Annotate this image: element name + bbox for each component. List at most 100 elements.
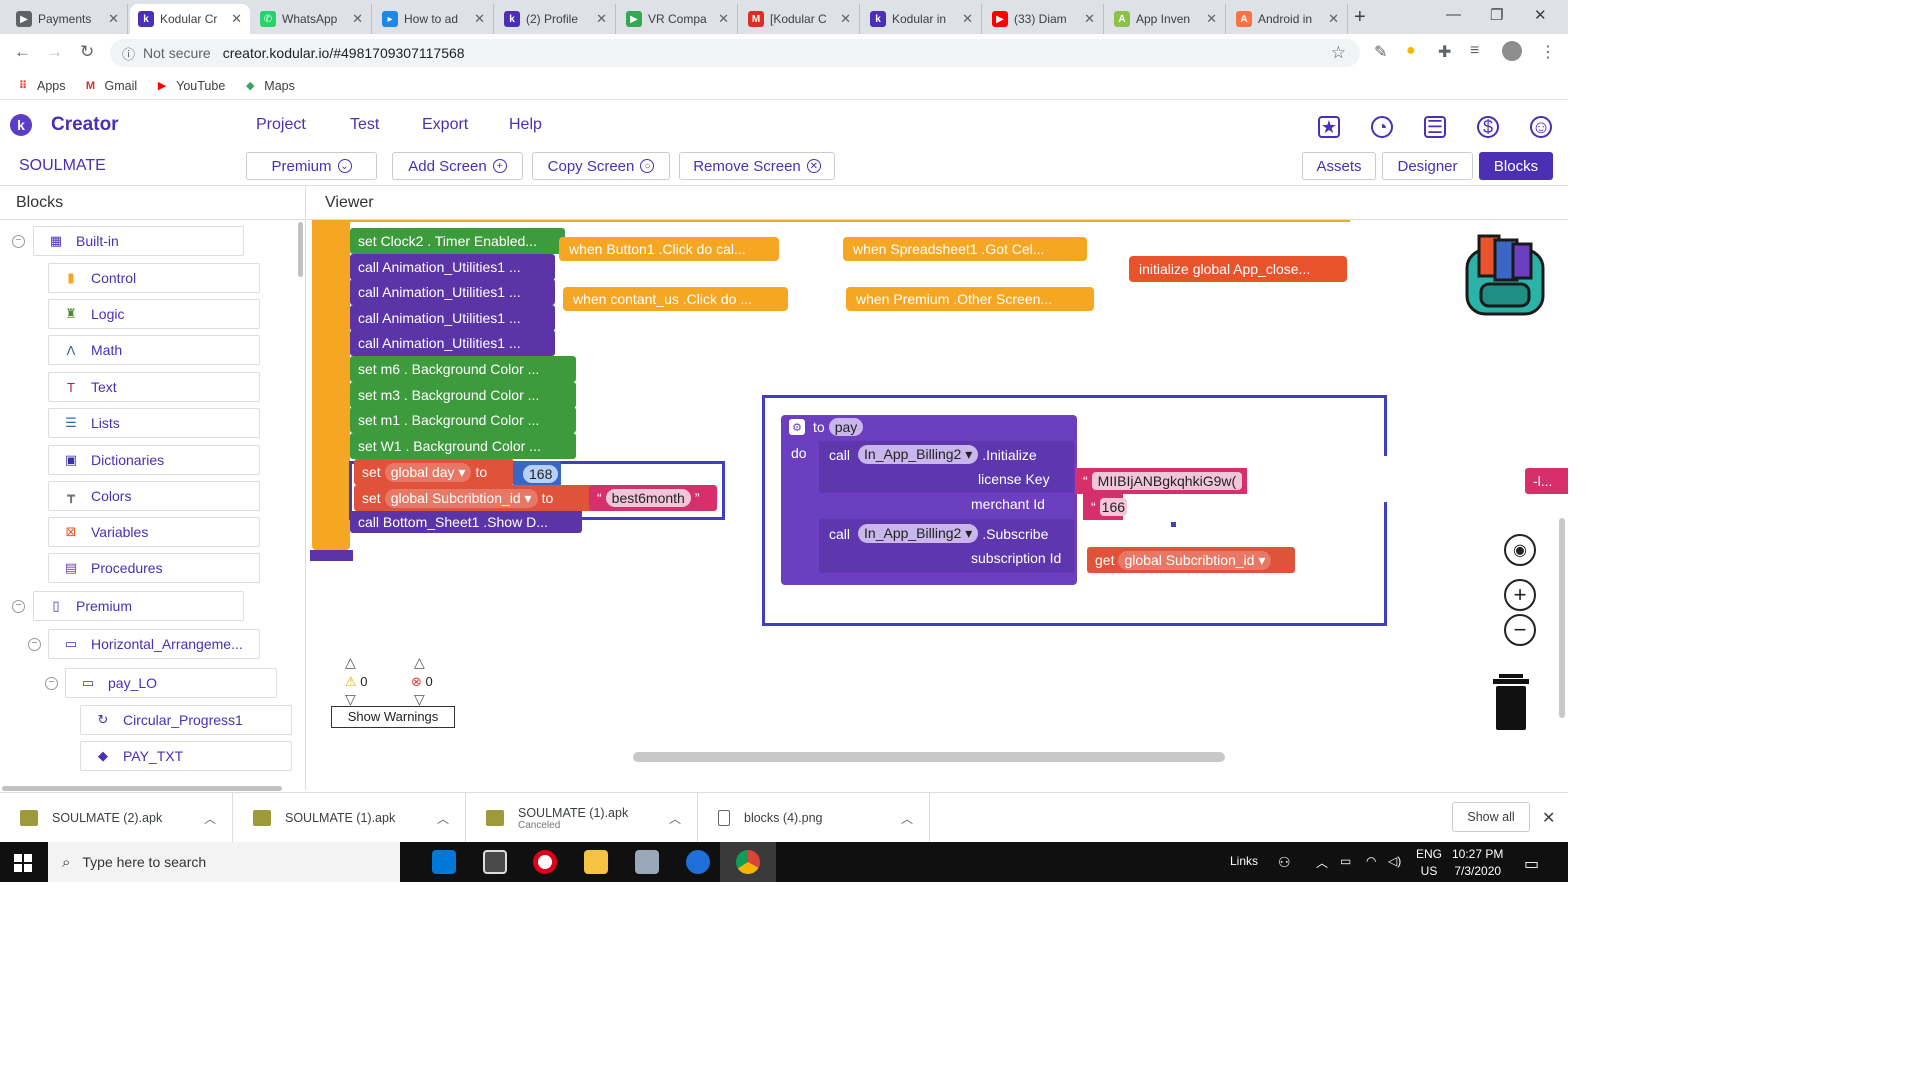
download-item[interactable]: blocks (4).png︿: [698, 793, 930, 843]
text-value[interactable]: best6month: [605, 489, 691, 507]
blocks-viewer[interactable]: Viewer set Clock2 . Timer Enabled... cal…: [307, 186, 1568, 790]
zoom-in-icon[interactable]: +: [1504, 579, 1536, 611]
media-queue-icon[interactable]: ≡: [1470, 42, 1480, 59]
chevron-up-icon[interactable]: ︿: [436, 811, 449, 826]
number-block[interactable]: 168: [513, 461, 561, 487]
close-icon[interactable]: ✕: [474, 11, 485, 26]
wifi-icon[interactable]: ◠: [1366, 854, 1377, 868]
variable-dropdown[interactable]: global Subcribtion_id ▾: [384, 488, 538, 508]
extensions-puzzle-icon[interactable]: ✚: [1438, 44, 1452, 61]
bookmark-maps[interactable]: ◆Maps: [243, 79, 295, 93]
menu-test[interactable]: Test: [350, 116, 380, 133]
browser-tab[interactable]: ▶Payments✕: [8, 4, 128, 34]
store-icon[interactable]: [483, 850, 507, 874]
minimize-icon[interactable]: —: [1446, 6, 1461, 23]
close-icon[interactable]: ✕: [1328, 11, 1339, 26]
tree-premium[interactable]: ▯Premium: [33, 591, 244, 621]
stack-block[interactable]: set Clock2 . Timer Enabled...: [350, 228, 565, 254]
event-premium-other-screen[interactable]: when Premium .Other Screen...: [846, 287, 1094, 311]
browser-tab[interactable]: M[Kodular C✕: [740, 4, 860, 34]
chevron-up-icon[interactable]: ︿: [668, 811, 681, 826]
app-icon[interactable]: [635, 850, 659, 874]
text-string-block[interactable]: “best6month”: [589, 485, 717, 511]
chevron-up-icon[interactable]: ︿: [203, 811, 216, 826]
taskbar-search[interactable]: ⌕Type here to search: [48, 842, 400, 882]
tree-colors[interactable]: ┳Colors: [48, 481, 260, 511]
close-icon[interactable]: ✕: [718, 11, 729, 26]
url-text[interactable]: creator.kodular.io/#4981709307117568: [222, 45, 465, 61]
trash-icon[interactable]: [1493, 674, 1529, 730]
window-close-icon[interactable]: ✕: [1534, 7, 1547, 24]
opera-icon[interactable]: [533, 850, 557, 874]
taskbar-links[interactable]: Links: [1230, 854, 1259, 868]
windows-start-icon[interactable]: [14, 854, 32, 872]
volume-icon[interactable]: ◁): [1388, 854, 1402, 868]
variable-dropdown[interactable]: global day ▾: [384, 462, 472, 482]
close-download-bar-icon[interactable]: ✕: [1542, 810, 1556, 827]
blocks-button[interactable]: Blocks: [1479, 152, 1553, 180]
backpack-icon[interactable]: [1459, 232, 1549, 320]
kodular-logo-icon[interactable]: k: [10, 114, 32, 136]
close-icon[interactable]: ✕: [352, 11, 363, 26]
call-bottom-sheet-block[interactable]: call Bottom_Sheet1 .Show D...: [350, 511, 582, 533]
copy-screen-button[interactable]: Copy Screen○: [532, 152, 670, 180]
maximize-icon[interactable]: ❐: [1490, 7, 1504, 24]
close-icon[interactable]: ✕: [1206, 11, 1217, 26]
stack-block[interactable]: call Animation_Utilities1 ...: [350, 305, 555, 331]
designer-button[interactable]: Designer: [1382, 152, 1473, 180]
notifications-icon[interactable]: ▭: [1524, 856, 1540, 873]
browser-tab[interactable]: ▶VR Compa✕: [618, 4, 738, 34]
browser-tab[interactable]: ▶(33) Diam✕: [984, 4, 1104, 34]
chrome-icon[interactable]: [736, 850, 760, 874]
tree-pay-txt[interactable]: ◆PAY_TXT: [80, 741, 292, 771]
offscreen-text-block[interactable]: -l...: [1525, 468, 1568, 494]
stack-block[interactable]: set m3 . Background Color ...: [350, 382, 576, 408]
info-icon[interactable]: ⓘ: [122, 46, 136, 62]
tree-lists[interactable]: ☰Lists: [48, 408, 260, 438]
file-explorer-icon[interactable]: [584, 850, 608, 874]
tree-logic[interactable]: ♜Logic: [48, 299, 260, 329]
tray-up-chevron-icon[interactable]: ︿: [1316, 856, 1329, 870]
license-key-text-block[interactable]: “MIIBIjANBgkqhkiG9w(: [1075, 468, 1247, 494]
event-contact-click[interactable]: when contant_us .Click do ...: [563, 287, 788, 311]
chevron-up-icon[interactable]: ︿: [900, 811, 913, 826]
bookmark-apps[interactable]: ⠿Apps: [16, 79, 66, 93]
reload-icon[interactable]: ↻: [80, 42, 95, 61]
close-icon[interactable]: ✕: [231, 11, 242, 26]
palette-icon[interactable]: ◔: [1371, 116, 1393, 138]
projects-folder-icon[interactable]: ★: [1318, 116, 1340, 138]
show-warnings-button[interactable]: Show Warnings: [331, 706, 455, 728]
bluetooth-icon[interactable]: [686, 850, 710, 874]
new-tab-icon[interactable]: +: [1354, 6, 1366, 28]
premium-screen-select[interactable]: Premium⌄: [246, 152, 377, 180]
component-dropdown[interactable]: In_App_Billing2 ▾: [858, 524, 979, 543]
bookmark-youtube[interactable]: ▶YouTube: [155, 79, 225, 93]
blocks-panel-scrollbar[interactable]: [298, 222, 303, 277]
stack-block[interactable]: set m6 . Background Color ...: [350, 356, 576, 382]
tree-control[interactable]: ▮Control: [48, 263, 260, 293]
remove-screen-button[interactable]: Remove Screen✕: [679, 152, 835, 180]
license-key-value[interactable]: MIIBIjANBgkqhkiG9w(: [1091, 472, 1243, 490]
menu-export[interactable]: Export: [422, 116, 469, 133]
forward-arrow-icon[interactable]: →: [46, 42, 63, 61]
browser-tab[interactable]: ▸How to ad✕: [374, 4, 494, 34]
stack-block[interactable]: call Animation_Utilities1 ...: [350, 279, 555, 305]
tree-procedures[interactable]: ▤Procedures: [48, 553, 260, 583]
stack-block[interactable]: set m1 . Background Color ...: [350, 407, 576, 433]
event-spreadsheet-got-cell[interactable]: when Spreadsheet1 .Got Cel...: [843, 237, 1087, 261]
add-screen-button[interactable]: Add Screen+: [392, 152, 523, 180]
variable-dropdown[interactable]: global Subcribtion_id ▾: [1118, 550, 1272, 570]
close-icon[interactable]: ✕: [840, 11, 851, 26]
download-item[interactable]: SOULMATE (1).apk︿: [233, 793, 466, 843]
number-value[interactable]: 168: [523, 465, 559, 483]
menu-help[interactable]: Help: [509, 116, 542, 133]
people-icon[interactable]: ⚇: [1278, 854, 1291, 870]
library-icon[interactable]: ☰: [1424, 116, 1446, 138]
collapse-icon[interactable]: −: [28, 638, 41, 651]
